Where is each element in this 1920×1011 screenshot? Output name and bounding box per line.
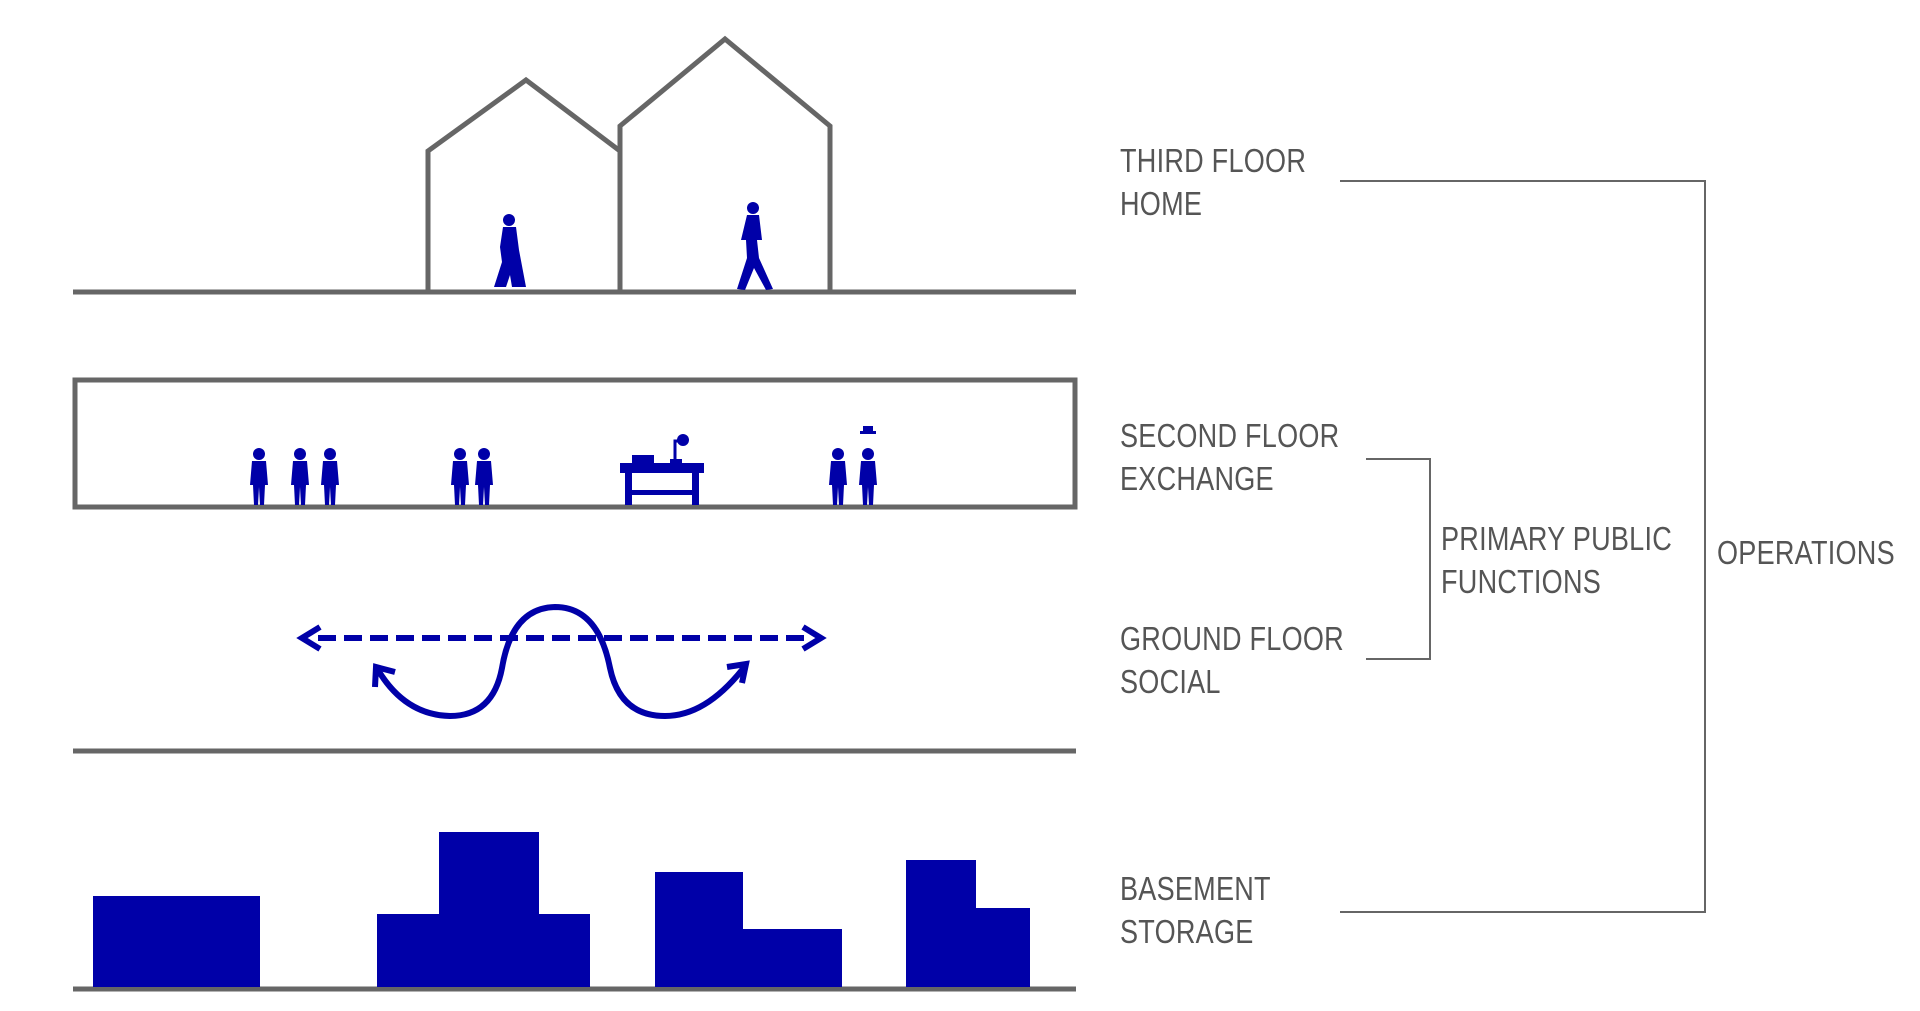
walking-woman-icon <box>494 214 526 287</box>
curved-flow-arrow-icon <box>372 603 750 720</box>
walking-man-icon <box>737 202 773 290</box>
ground-floor-section <box>73 603 1076 754</box>
people-group-icon <box>250 448 339 505</box>
operations-bracket <box>1340 180 1706 913</box>
storage-block-icon <box>93 832 1030 987</box>
conversation-pair-icon <box>451 448 493 505</box>
second-floor-room <box>72 377 1078 510</box>
primary-public-functions-label: PRIMARY PUBLIC FUNCTIONS <box>1441 517 1672 603</box>
primary-public-line1: PRIMARY PUBLIC <box>1441 520 1673 557</box>
handshake-pair-icon <box>829 426 877 505</box>
two-way-arrow-icon <box>296 624 827 652</box>
operations-text: OPERATIONS <box>1717 534 1895 571</box>
house-outline-icon <box>617 35 833 292</box>
house-outline-icon <box>425 76 623 292</box>
basement-label: BASEMENT STORAGE <box>1120 867 1271 953</box>
desk-lamp-icon <box>620 434 704 505</box>
ground-floor-name: GROUND FLOOR <box>1120 620 1344 657</box>
third-floor-name: THIRD FLOOR <box>1120 142 1307 179</box>
basement-use: STORAGE <box>1120 913 1254 950</box>
second-floor-name: SECOND FLOOR <box>1120 417 1340 454</box>
second-floor-section <box>72 377 1078 510</box>
operations-label: OPERATIONS <box>1717 531 1895 574</box>
second-floor-label: SECOND FLOOR EXCHANGE <box>1120 414 1339 500</box>
third-floor-use: HOME <box>1120 185 1203 222</box>
ground-floor-label: GROUND FLOOR SOCIAL <box>1120 617 1344 703</box>
third-floor-section <box>73 35 1076 295</box>
basement-name: BASEMENT <box>1120 870 1271 907</box>
second-floor-use: EXCHANGE <box>1120 460 1274 497</box>
third-floor-label: THIRD FLOOR HOME <box>1120 139 1306 225</box>
primary-public-bracket <box>1366 458 1431 660</box>
ground-floor-use: SOCIAL <box>1120 663 1221 700</box>
basement-section <box>73 832 1076 992</box>
primary-public-line2: FUNCTIONS <box>1441 563 1602 600</box>
